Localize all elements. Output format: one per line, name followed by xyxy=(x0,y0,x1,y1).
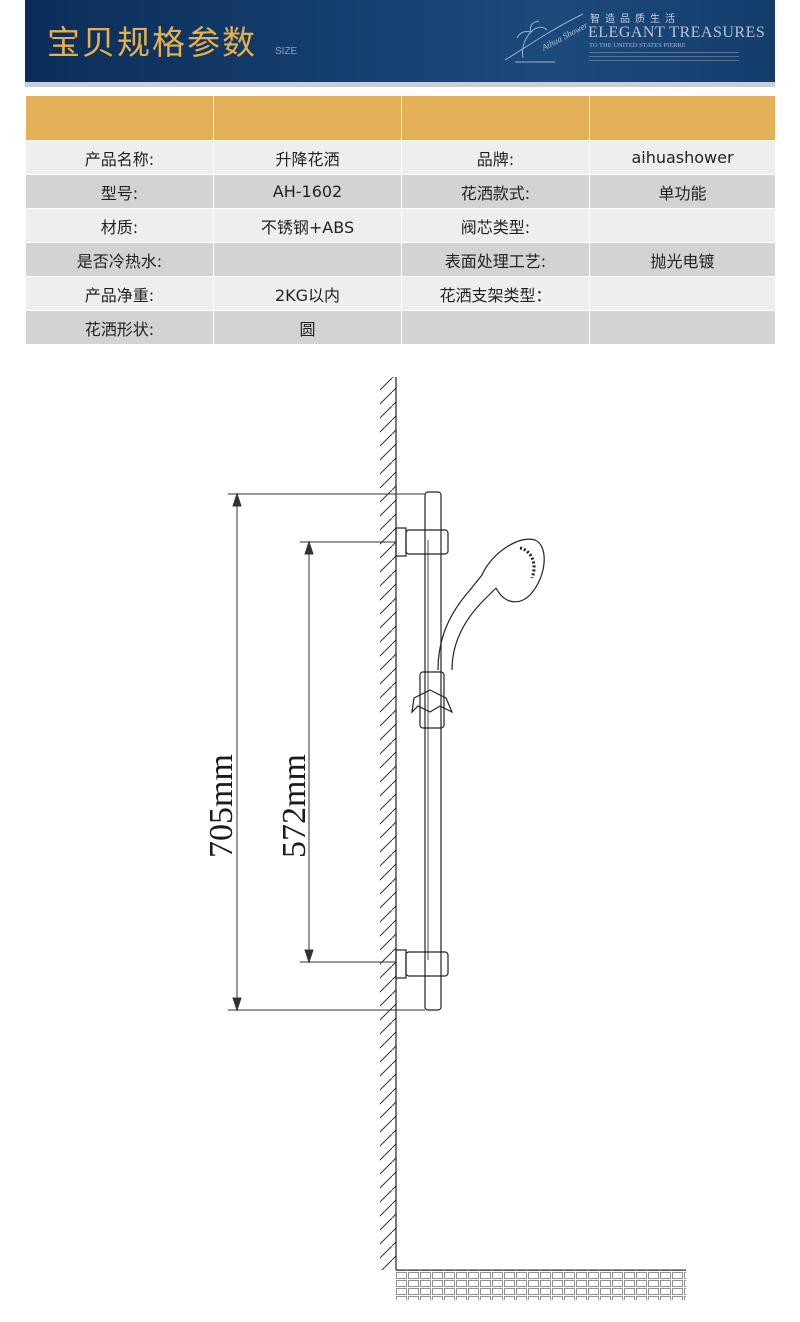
spec-label: 是否冷热水: xyxy=(25,242,214,277)
page-title: 宝贝规格参数 xyxy=(47,23,257,62)
dimension-lines xyxy=(228,492,425,1012)
page-subtitle: SIZE xyxy=(275,46,298,57)
spec-value xyxy=(589,208,776,243)
spec-label: 型号: xyxy=(25,174,214,209)
spec-value: aihuashower xyxy=(589,140,776,175)
spec-label: 阀芯类型: xyxy=(401,208,590,243)
table-row: 型号: AH-1602 花洒款式: 单功能 xyxy=(25,174,776,209)
spec-value: 不锈钢+ABS xyxy=(213,208,402,243)
header-banner: 宝贝规格参数 SIZE Aihua Shower 智造品质生活 ELEGANT … xyxy=(25,0,775,82)
spec-label: 花洒款式: xyxy=(401,174,590,209)
spec-label: 产品净重: xyxy=(25,276,214,311)
hand-shower xyxy=(437,538,545,671)
decorative-lines xyxy=(589,52,739,64)
table-header-cell xyxy=(401,95,590,141)
spec-value: 圆 xyxy=(213,310,402,345)
slogan: 智造品质生活 xyxy=(590,14,680,25)
brand-logo-icon: Aihua Shower xyxy=(504,13,590,63)
table-row: 是否冷热水: 表面处理工艺: 抛光电镀 xyxy=(25,242,776,277)
spec-label: 材质: xyxy=(25,208,214,243)
table-header-cell xyxy=(213,95,402,141)
spec-value: 升降花洒 xyxy=(213,140,402,175)
spec-label: 花洒支架类型： xyxy=(401,276,590,311)
table-header-cell xyxy=(25,95,214,141)
table-header-row xyxy=(25,95,776,141)
inner-dimension-label: 572mm xyxy=(276,754,313,858)
logo-script: Aihua Shower xyxy=(539,20,590,53)
spec-value xyxy=(589,310,776,345)
spec-label: 花洒形状: xyxy=(25,310,214,345)
dimension-drawing: 705mm 572mm xyxy=(203,377,686,1300)
banner-divider xyxy=(25,82,775,87)
slide-holder xyxy=(411,671,454,729)
floor-tiles xyxy=(396,1269,686,1300)
outer-dimension-label: 705mm xyxy=(203,754,240,858)
spec-label xyxy=(401,310,590,345)
spec-value xyxy=(589,276,776,311)
table-row: 产品净重: 2KG以内 花洒支架类型： xyxy=(25,276,776,311)
table-header-cell xyxy=(589,95,776,141)
spec-value: 2KG以内 xyxy=(213,276,402,311)
brand-name: ELEGANT TREASURES xyxy=(588,24,766,41)
spec-value: 单功能 xyxy=(589,174,776,209)
brand-tagline: TO THE UNITED STATES PIERRE xyxy=(589,42,686,49)
spec-value xyxy=(213,242,402,277)
spec-value: 抛光电镀 xyxy=(589,242,776,277)
slide-bar xyxy=(395,491,449,1011)
table-row: 产品名称: 升降花洒 品牌: aihuashower xyxy=(25,140,776,175)
wall xyxy=(380,377,397,1270)
table-row: 花洒形状: 圆 xyxy=(25,310,776,345)
spec-value: AH-1602 xyxy=(213,174,402,209)
spec-label: 产品名称: xyxy=(25,140,214,175)
table-row: 材质: 不锈钢+ABS 阀芯类型: xyxy=(25,208,776,243)
spec-label: 品牌: xyxy=(401,140,590,175)
spec-table: 产品名称: 升降花洒 品牌: aihuashower 型号: AH-1602 花… xyxy=(25,95,776,345)
spec-label: 表面处理工艺: xyxy=(401,242,590,277)
